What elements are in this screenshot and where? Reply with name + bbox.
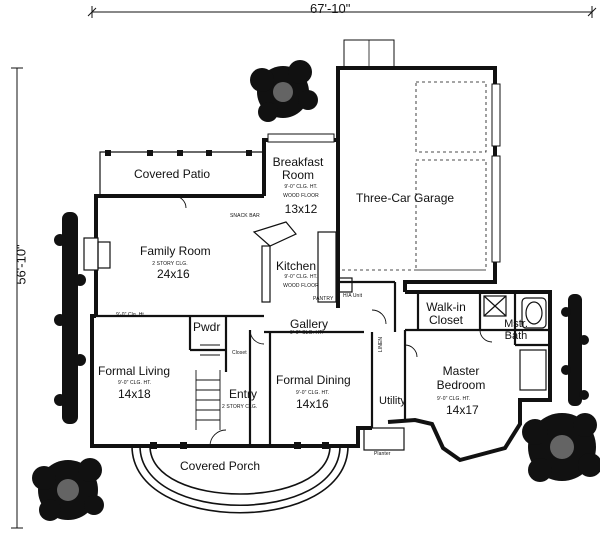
powder-room-label: Pwdr	[193, 320, 221, 334]
formal-dining-note: 9'-0" CLG. HT.	[296, 390, 330, 396]
garage-label: Three-Car Garage	[356, 191, 455, 205]
closet-label: Closet	[232, 350, 247, 356]
kitchen-counters	[252, 221, 353, 303]
covered-porch-label: Covered Porch	[180, 459, 261, 473]
master-bedroom-label: Master Bedroom	[436, 364, 486, 392]
patio-columns	[105, 150, 252, 156]
width-dimension-label: 67'-10"	[310, 1, 351, 16]
tree-top-icon	[250, 60, 318, 122]
width-dimension-line	[87, 6, 597, 18]
tree-bottom-right-icon	[522, 413, 600, 482]
snack-bar-label: SNACK BAR	[230, 213, 260, 219]
hedge-left-icon	[54, 212, 86, 424]
bathtub	[483, 295, 547, 391]
depth-dimension-label: 56'-10"	[13, 244, 29, 285]
covered-porch-outline	[131, 445, 349, 514]
fireplace	[83, 237, 111, 271]
pantry-label: PANTRY	[313, 296, 334, 302]
kitchen-note-2: WOOD FLOOR	[283, 283, 319, 289]
planter-box	[363, 427, 405, 451]
covered-patio-label: Covered Patio	[134, 167, 211, 181]
formal-living-size: 14x18	[118, 387, 151, 401]
formal-living-label: Formal Living	[98, 364, 171, 378]
garage-stalls	[342, 81, 487, 271]
interior-walls	[96, 140, 550, 446]
entry-label: Entry	[229, 387, 258, 401]
breakfast-room-label: Breakfast Room	[272, 155, 324, 182]
kitchen-label: Kitchen	[276, 259, 317, 273]
hedge-right-icon	[561, 294, 589, 406]
family-room-note: 2 STORY CLG.	[152, 261, 188, 267]
breakfast-note-2: WOOD FLOOR	[283, 193, 319, 199]
tree-bottom-left-icon	[32, 458, 104, 521]
master-bedroom-size: 14x17	[446, 403, 479, 417]
master-bath-label: Mstr. Bath	[504, 318, 528, 342]
planter-label: Planter	[374, 451, 391, 457]
stairs	[195, 344, 221, 430]
kitchen-note-1: 9'-0" CLG. HT.	[284, 274, 318, 280]
utility-label: Utility	[379, 395, 406, 407]
walk-in-closet-label: Walk-in Closet	[426, 300, 466, 327]
door-swings	[173, 195, 493, 447]
garage-doors	[491, 83, 501, 263]
formal-dining-size: 14x16	[296, 397, 329, 411]
breakfast-bay	[267, 133, 335, 143]
breakfast-note-1: 9'-0" CLG. HT.	[284, 184, 318, 190]
gallery-label: Gallery	[290, 317, 329, 331]
master-bedroom-note: 9'-0" CLG. HT.	[437, 396, 471, 402]
entry-note: 2 STORY CLG.	[222, 404, 258, 410]
gallery-note: 9'-0" CLG. HT.	[290, 330, 324, 336]
clg-ht-note: 9'-0" Clg. Ht.	[116, 312, 146, 318]
formal-living-note: 9'-0" CLG. HT.	[118, 380, 152, 386]
depth-dimension-line	[11, 67, 23, 529]
linen-label: LINEN	[378, 336, 385, 353]
family-room-size: 24x16	[157, 267, 190, 281]
breakfast-size: 13x12	[284, 202, 318, 216]
family-room-label: Family Room	[140, 244, 211, 258]
porch-columns	[150, 442, 329, 449]
formal-dining-label: Formal Dining	[276, 373, 351, 387]
ha-unit-label: H/A Unit	[343, 293, 363, 299]
